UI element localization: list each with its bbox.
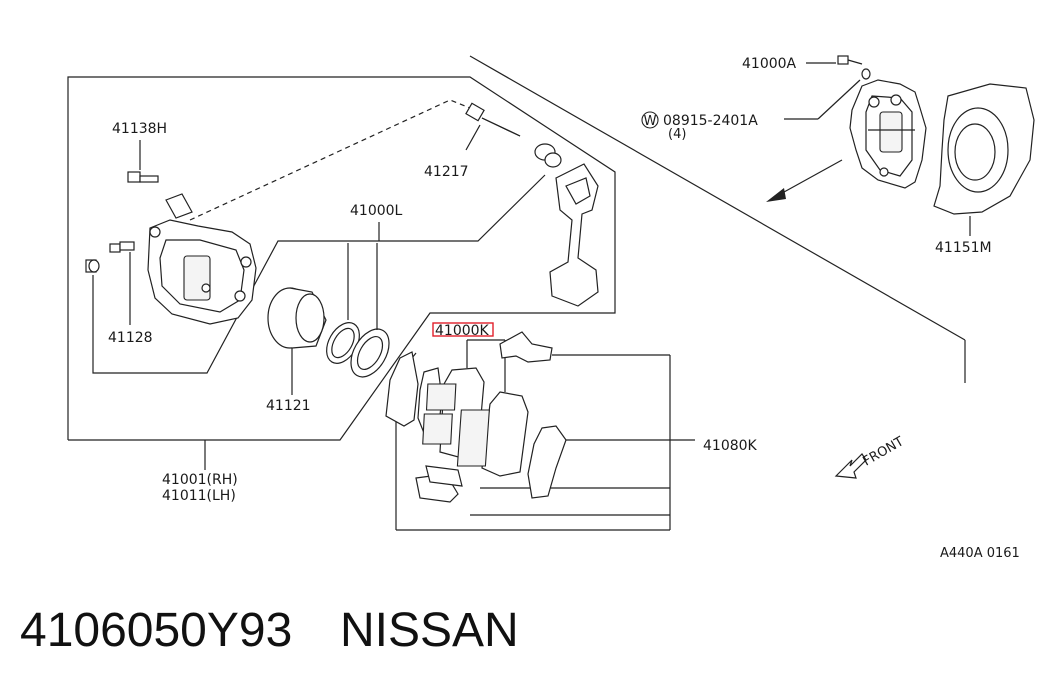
- callout-41001-rh: 41001(RH): [162, 472, 238, 488]
- brand-name: NISSAN: [340, 604, 519, 657]
- anti-rattle-clip-illustration: [499, 331, 553, 363]
- assembled-caliper-illustration: [784, 55, 927, 189]
- assembly-boundary-lines: [67, 55, 966, 531]
- callout-washer-letter: W: [644, 114, 657, 129]
- caliper-bracket-illustration: [549, 163, 599, 307]
- callout-41080K: 41080K: [703, 438, 758, 454]
- callout-41128: 41128: [108, 330, 153, 346]
- callout-41011-lh: 41011(LH): [162, 488, 236, 504]
- callout-08915: 08915-2401A: [663, 113, 758, 129]
- caliper-body-illustration: [147, 193, 257, 325]
- bolt-parts-illustration: [85, 140, 159, 325]
- callout-08915-qty: (4): [668, 127, 686, 142]
- callout-41000K-highlight: [432, 322, 494, 337]
- part-number: 4106050Y93: [20, 604, 292, 657]
- callout-41138H: 41138H: [112, 121, 167, 137]
- callout-41217: 41217: [424, 164, 469, 180]
- pad-retainer-illustration: [415, 465, 463, 503]
- callout-41121: 41121: [266, 398, 311, 414]
- washer-symbol-icon: [641, 111, 659, 129]
- callout-41000L: 41000L: [350, 203, 403, 219]
- guide-pin-illustration: [465, 102, 521, 151]
- outer-shim-illustration: [527, 425, 567, 499]
- brake-pads-illustration: [422, 339, 529, 477]
- diagram-code: A440A 0161: [940, 546, 1020, 561]
- callout-41151M: 41151M: [935, 240, 992, 256]
- dust-shield-illustration: [933, 83, 1035, 236]
- front-arrow-icon: [834, 453, 867, 479]
- front-label: FRONT: [861, 434, 907, 469]
- piston-seals-illustration: [326, 222, 390, 378]
- piston-illustration: [267, 287, 327, 395]
- callout-41000K: 41000K: [435, 323, 490, 339]
- callout-41000A: 41000A: [742, 56, 797, 72]
- pin-boot-illustration: [534, 143, 562, 168]
- direction-arrow: [766, 159, 843, 202]
